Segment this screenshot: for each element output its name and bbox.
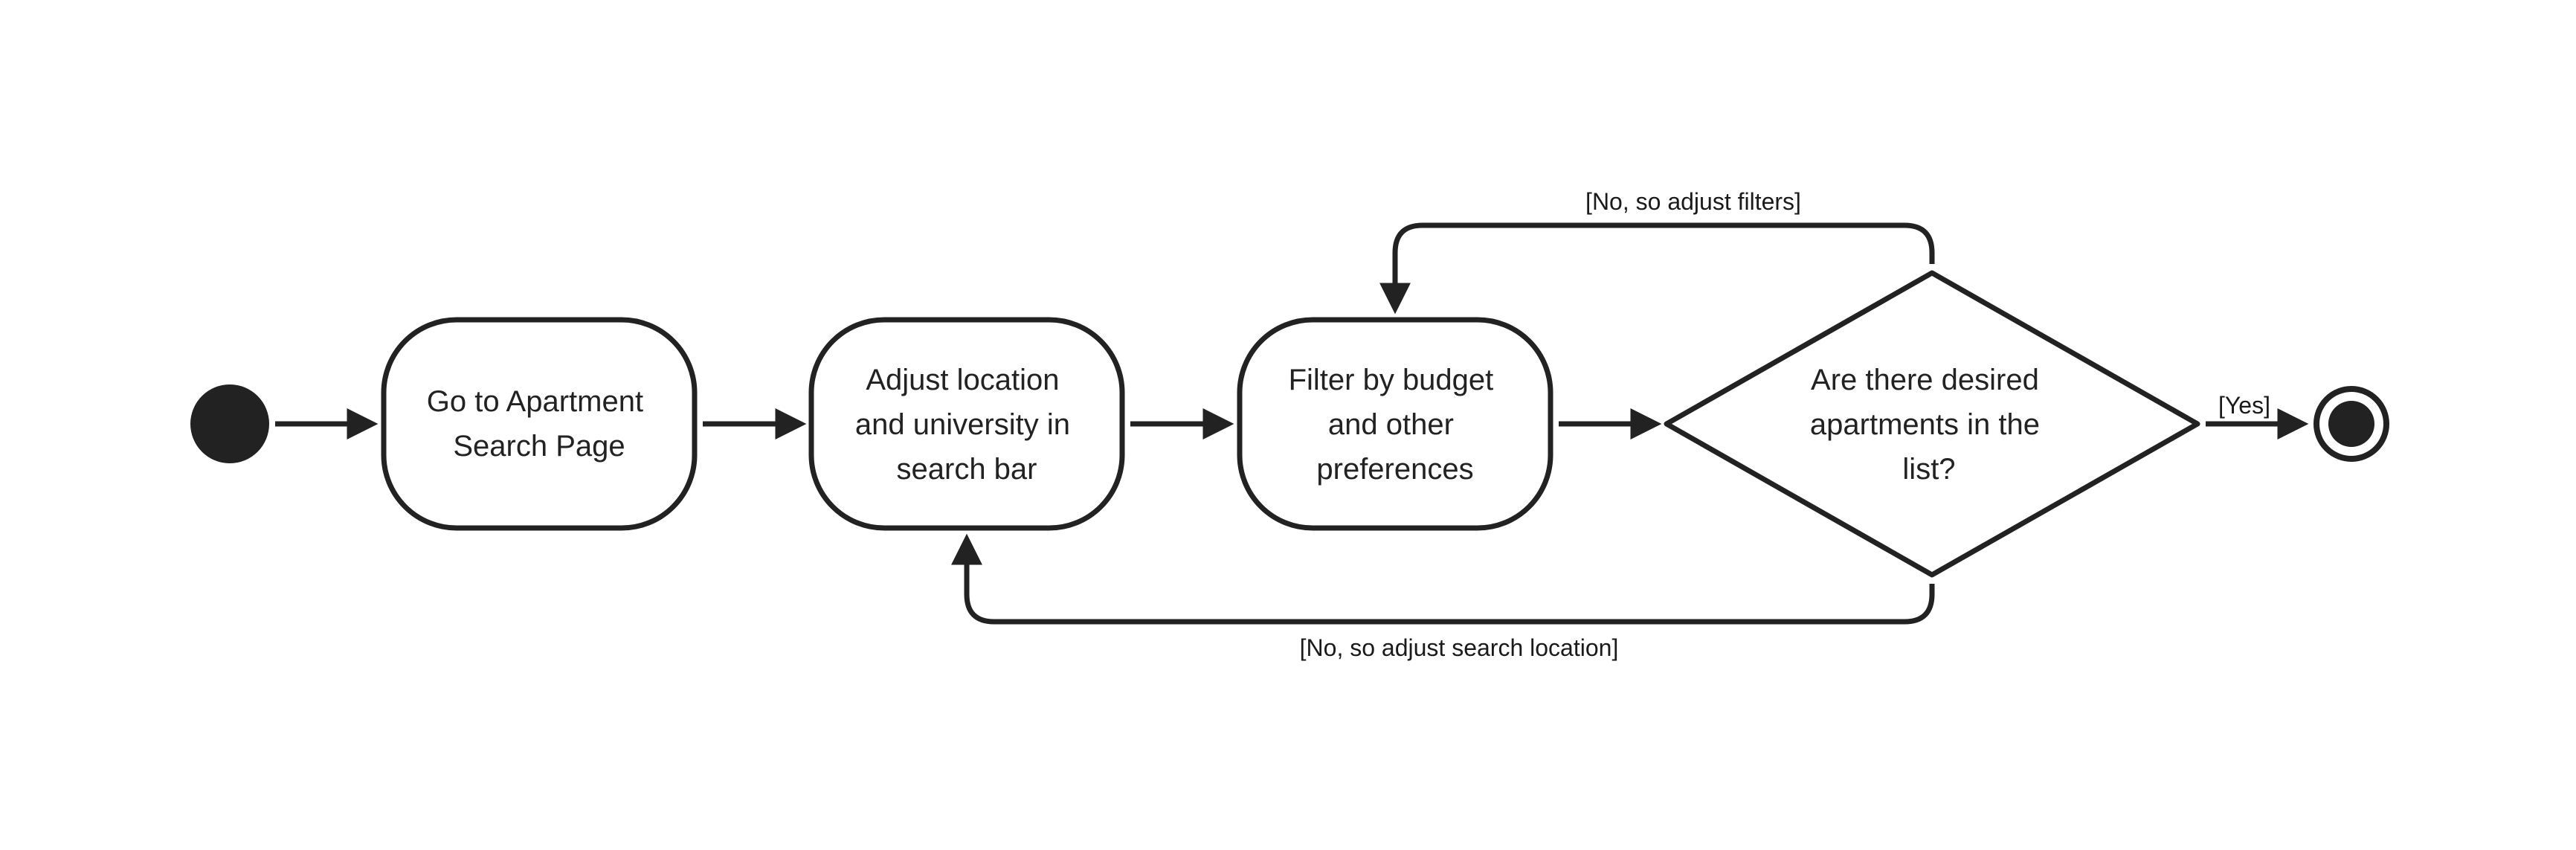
label-line: and university in (855, 408, 1070, 441)
action-label: Filter by budget and other preferences (1289, 364, 1502, 486)
arrow-no-adjust-filters (1379, 222, 1935, 315)
action-label: Adjust location and university in search… (855, 364, 1078, 486)
label-line: list? (1902, 453, 1955, 486)
label-line: Search Page (453, 430, 625, 463)
label-line: Adjust location (866, 364, 1059, 396)
edge-label-no-adjust-location: [No, so adjust search location] (1300, 634, 1619, 661)
edge-label-yes: [Yes] (2218, 392, 2270, 419)
label-line: Go to Apartment (427, 385, 643, 418)
edge-label-no-adjust-filters: [No, so adjust filters] (1585, 188, 1801, 215)
decision-desired-apartments: Are there desired apartments in the list… (1664, 270, 2200, 578)
label-line: Filter by budget (1289, 364, 1494, 396)
label-line: apartments in the (1810, 408, 2040, 441)
arrow-no-adjust-location (951, 533, 1935, 625)
action-box (381, 317, 698, 531)
decision-label: Are there desired apartments in the list… (1810, 364, 2048, 486)
action-adjust-location: Adjust location and university in search… (808, 317, 1125, 531)
action-filter-by-budget: Filter by budget and other preferences (1237, 317, 1553, 531)
end-node-core (2328, 401, 2374, 447)
label-line: Are there desired (1811, 364, 2039, 396)
label-line: and other (1328, 408, 1454, 441)
label-line: preferences (1316, 453, 1473, 486)
action-go-to-search-page: Go to Apartment Search Page (381, 317, 698, 531)
end-node (2313, 386, 2389, 462)
action-box (808, 317, 1125, 531)
start-node (190, 384, 269, 463)
label-line: search bar (897, 453, 1037, 486)
action-box (1237, 317, 1553, 531)
action-label: Go to Apartment Search Page (427, 385, 651, 463)
decision-diamond (1664, 270, 2200, 578)
